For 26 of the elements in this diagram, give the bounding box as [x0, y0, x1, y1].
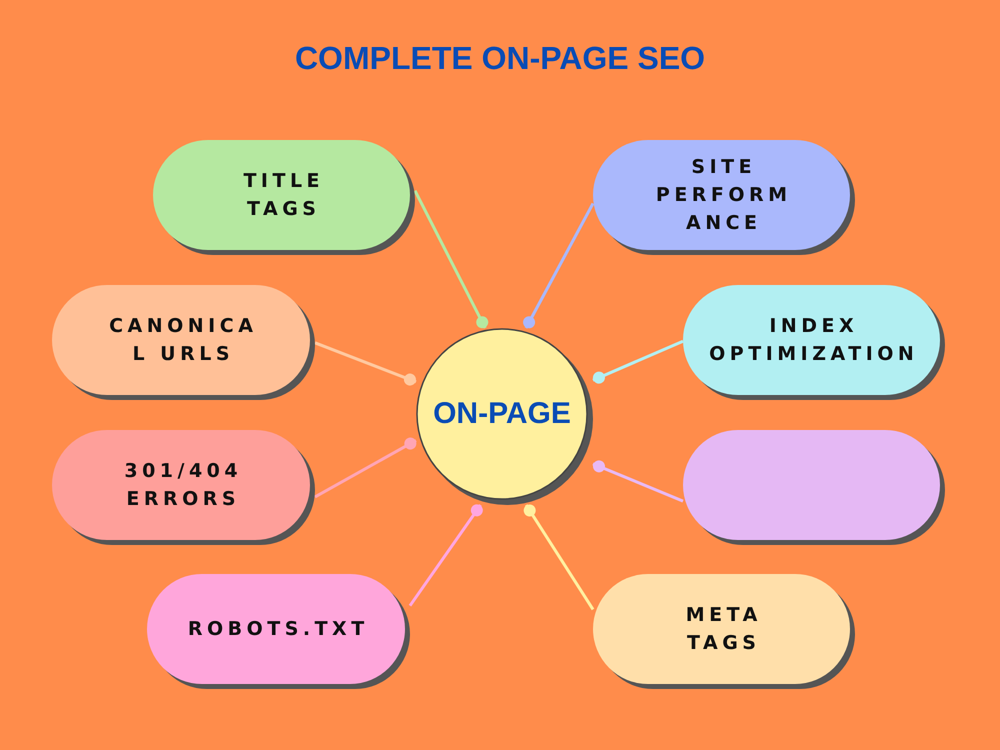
- topic-pill: [593, 140, 855, 255]
- connector-line: [592, 460, 684, 502]
- topic-pill: [593, 574, 855, 689]
- topic-label: ROBOTS.TXT: [188, 617, 369, 642]
- connector-line: [592, 340, 684, 384]
- center-circle: [416, 328, 593, 505]
- topic-label: CANONICA L URLS: [108, 314, 258, 367]
- connector-line: [314, 341, 417, 386]
- topic-label: SITE PERFORM ANCE: [654, 155, 793, 236]
- connector-line: [408, 504, 483, 607]
- topic-label: 301/404 ERRORS: [123, 459, 244, 512]
- topic-pill: [52, 285, 315, 400]
- connector-line: [523, 202, 594, 329]
- topic-label: TITLE TAGS: [242, 169, 326, 222]
- center-label: ON-PAGE: [433, 396, 571, 432]
- connector-line: [314, 438, 417, 498]
- title: COMPLETE ON-PAGE SEO: [294, 39, 706, 78]
- topic-pill: [52, 430, 315, 545]
- topic-pill: [683, 285, 945, 400]
- topic-label: INDEX OPTIMIZATION: [708, 314, 920, 367]
- topic-pill: [153, 140, 415, 255]
- topic-pill: [147, 574, 410, 689]
- connector-line: [524, 504, 594, 610]
- connector-line: [414, 190, 488, 329]
- topic-label: META TAGS: [684, 603, 763, 656]
- blank-pill: [683, 430, 945, 545]
